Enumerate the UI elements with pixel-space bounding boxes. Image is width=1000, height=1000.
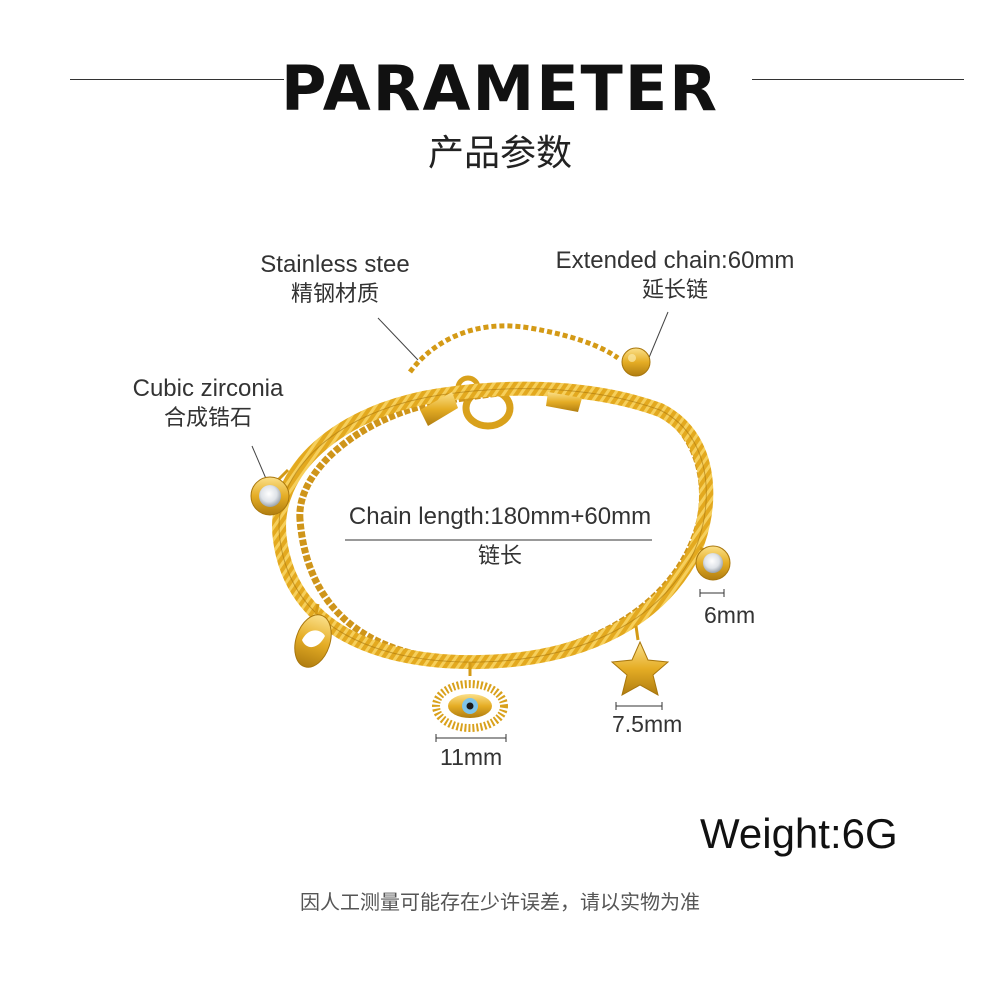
lips-charm-icon — [294, 603, 332, 668]
tag-disc-icon — [621, 347, 651, 377]
weight-label: Weight:6G — [700, 810, 898, 857]
extension-label-cn: 延长链 — [641, 278, 708, 303]
stone-label-en: Cubic zirconia — [132, 375, 284, 402]
material-label: Stainless stee 精钢材质 — [240, 250, 430, 310]
page-title: PARAMETER — [281, 52, 719, 125]
material-label-cn: 精钢材质 — [290, 282, 379, 307]
star-dimension-marker — [615, 702, 663, 710]
end-cap — [546, 392, 582, 412]
star-charm-icon — [610, 625, 670, 696]
page-subtitle: 产品参数 — [427, 133, 572, 174]
extension-leader — [647, 311, 669, 361]
end-cap — [420, 392, 458, 426]
star-size-label: 7.5mm — [612, 711, 683, 737]
zircon-charm-icon — [250, 468, 290, 516]
right-divider — [752, 79, 964, 80]
stone-label-cn: 合成锆石 — [163, 406, 252, 431]
eye-size-label: 11mm — [440, 744, 503, 770]
extension-chain — [407, 323, 620, 374]
chain-length-label-cn: 链长 — [477, 544, 522, 569]
chain-length-label-en: Chain length:180mm+60mm — [348, 503, 652, 530]
zircon-dimension-marker — [699, 589, 725, 597]
material-label-en: Stainless stee — [260, 251, 410, 278]
chain-length-label: Chain length:180mm+60mm 链长 — [330, 502, 670, 572]
zircon-size-label: 6mm — [704, 602, 756, 628]
material-leader — [377, 317, 419, 361]
stone-label: Cubic zirconia 合成锆石 — [118, 374, 298, 434]
measurement-footnote: 因人工测量可能存在少许误差，请以实物为准 — [300, 890, 700, 914]
left-divider — [70, 79, 284, 80]
eye-dimension-marker — [435, 734, 507, 742]
zircon-charm-icon — [695, 545, 731, 581]
extension-label: Extended chain:60mm 延长链 — [540, 246, 810, 306]
evil-eye-charm-icon — [432, 662, 508, 732]
extension-label-en: Extended chain:60mm — [555, 247, 795, 274]
